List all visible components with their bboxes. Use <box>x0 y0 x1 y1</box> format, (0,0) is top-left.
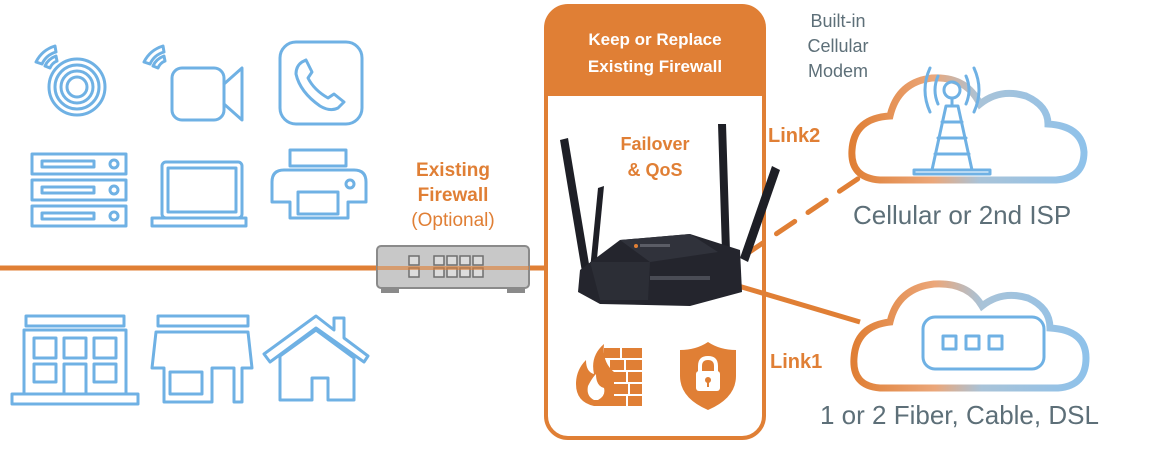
storefront-icon <box>150 314 254 404</box>
network-switch-icon[interactable] <box>376 245 530 293</box>
link2-dashed-line <box>742 173 865 258</box>
existing-firewall-label-line2: Firewall <box>418 185 489 206</box>
existing-firewall-label-line1: Existing <box>416 160 490 181</box>
cloud-wired <box>850 280 1090 392</box>
cellular-caption-line1: Built-in <box>810 11 865 31</box>
existing-firewall-label-line3: (Optional) <box>411 210 494 231</box>
laptop-icon <box>150 160 248 228</box>
link1-label: Link1 <box>770 351 822 373</box>
wired-isp-label: 1 or 2 Fiber, Cable, DSL <box>820 400 1099 430</box>
modem-icon <box>921 315 1046 371</box>
4g-router-image[interactable] <box>560 124 780 306</box>
cellular-isp-label: Cellular or 2nd ISP <box>853 200 1071 230</box>
office-building-icon <box>10 314 140 406</box>
server-rack-icon <box>30 152 128 228</box>
failover-label-line1: Failover <box>620 134 689 154</box>
firewall-flame-icon <box>576 344 642 406</box>
wireless-speaker-icon <box>34 44 107 117</box>
panel-header-line1: Keep or Replace <box>588 30 721 49</box>
printer-icon <box>270 148 368 220</box>
phone-icon <box>278 40 364 126</box>
link1-line <box>734 282 861 325</box>
router-panel: Keep or Replace Existing Firewall Failov… <box>544 4 766 440</box>
wireless-camera-icon <box>142 44 244 122</box>
cloud-cellular <box>848 66 1088 184</box>
failover-label-line2: & QoS <box>627 160 682 180</box>
panel-header-line2: Existing Firewall <box>588 57 722 76</box>
link2-label: Link2 <box>768 125 820 147</box>
cellular-caption-line2: Cellular <box>807 36 868 56</box>
cellular-caption-line3: Modem <box>808 61 868 81</box>
house-icon <box>262 314 370 402</box>
security-shield-lock-icon <box>680 342 736 410</box>
cell-tower-icon <box>912 66 992 176</box>
